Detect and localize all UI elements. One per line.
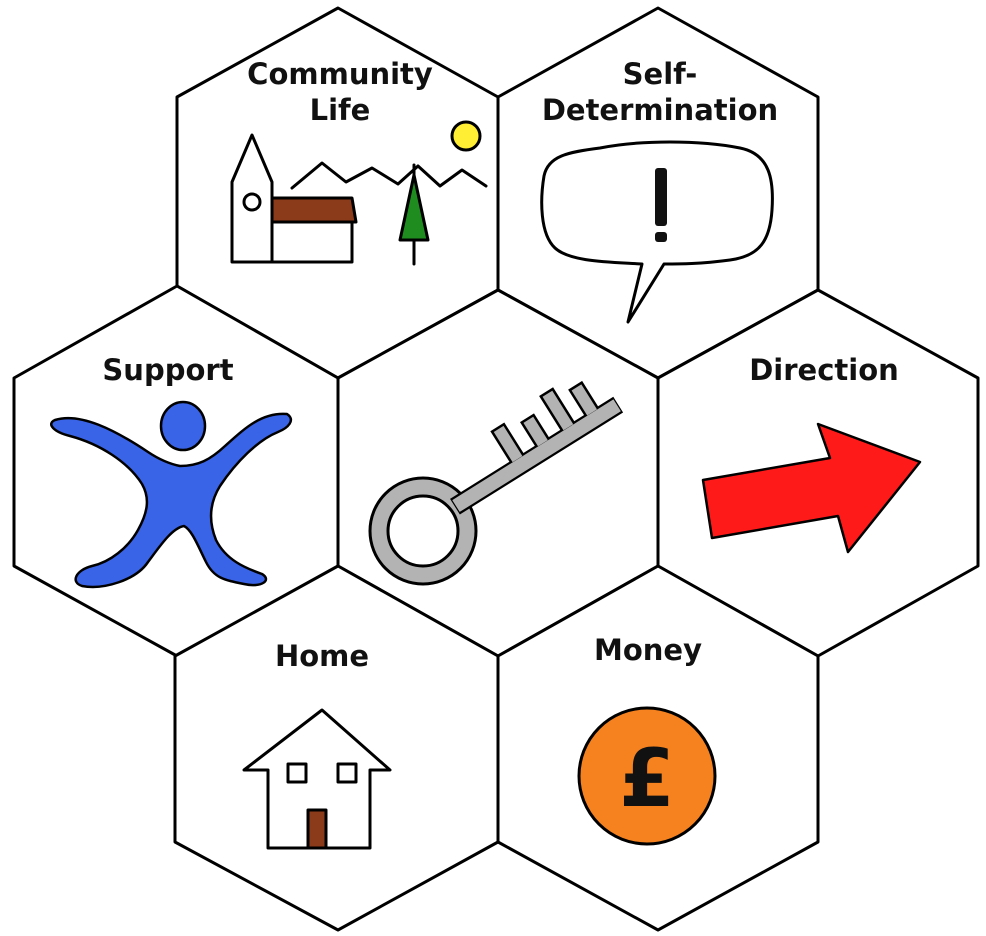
house-icon	[242, 708, 392, 850]
community-life-label: Community	[247, 57, 433, 91]
speech-bubble-icon	[540, 140, 774, 324]
pound-coin-icon: £	[577, 706, 717, 846]
sun-shape	[450, 120, 482, 152]
money-label: Money	[594, 633, 702, 667]
home-label: Home	[275, 639, 369, 673]
direction-label: Direction	[749, 353, 899, 387]
community-life-label-line2: Life	[310, 93, 371, 127]
self-determination-label: Self-	[623, 57, 698, 91]
key-icon	[368, 380, 624, 586]
pound-symbol: £	[619, 732, 675, 825]
village-icon	[230, 120, 488, 266]
tree-shape	[398, 173, 430, 242]
roof-shape	[270, 196, 358, 224]
person-icon	[50, 400, 293, 589]
self-determination-label-line2: Determination	[542, 93, 778, 127]
door-shape	[306, 808, 328, 850]
arrow-icon	[701, 422, 922, 554]
support-label: Support	[102, 353, 233, 387]
